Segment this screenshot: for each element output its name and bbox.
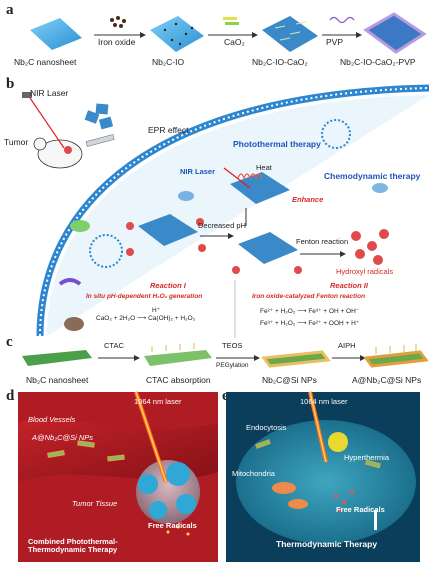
organelle-green [70,220,90,232]
vesicle-2 [321,119,351,149]
label-a-item-1: Nb₂C-IO [152,57,185,67]
label-a-item-3: Nb₂C-IO-CaO₂-PVP [340,57,416,67]
nb2c-si-shape [261,350,331,368]
sheet-left [138,214,198,246]
label-c-item-3: A@Nb₂C@Si NPs [352,375,422,385]
organelle-brown [64,317,84,331]
mitochondria-shape [272,482,296,494]
scale-bar-e [374,510,377,530]
a-nb2c-si-shape [363,350,429,368]
laser-label-d: 1064 nm laser [134,397,182,406]
decreased-ph-label: Decreased pH [198,221,246,230]
chemodynamic-therapy-label: Chemodynamic therapy [324,171,421,181]
fenton-reaction-label: Fenton reaction [296,237,349,246]
nir-laser-beam [29,97,65,149]
tumor-label: Tumor [4,137,29,147]
panel-d-graphic [18,391,218,562]
label-c-item-2: Nb₂C@Si NPs [262,375,317,385]
label-c-reagent-1: TEOS [222,341,243,350]
iron-oxide-dots [110,16,126,28]
epr-effect-label: EPR effect [148,125,189,135]
endocytosis-label: Endocytosis [246,423,287,432]
label-a-reagent-0: Iron oxide [98,37,136,47]
equation-1: CaO₂ + 2H₂O ⟶ Ca(OH)₂ + H₂O₂ [96,315,196,322]
eq1-condition: H⁺ [152,307,161,314]
panel-b-label: b [6,76,15,92]
hyperthermia-label: Hyperthermia [344,453,390,462]
label-c-reagent-0: CTAC [104,341,124,350]
label-c-reagent-2: PEGylation [216,362,249,369]
vesicle-yellow [328,432,348,452]
np-label-d: A@Nb₂C@Si NPs [32,433,94,442]
heat-waves [237,173,263,180]
caption-d: Combined Photothermal-Thermodynamic Ther… [28,537,118,555]
panel-e-graphic [226,391,420,562]
panel-c-label: c [6,334,13,350]
organelle-purple [58,278,82,286]
tumor-tissue-label: Tumor Tissue [72,499,118,508]
nb2c-nanosheet-shape [30,18,82,50]
label-a-item-2: Nb₂C-IO-CaO₂ [252,57,308,67]
enhance-label: Enhance [292,195,324,204]
nb2c-nanosheet-c-shape [22,350,92,366]
panel-a-label: a [6,2,14,18]
sheet-center [238,232,298,264]
blood-vessels-label: Blood Vessels [28,415,76,424]
free-radicals-label-d: Free Radicals [148,521,197,530]
inner-laser-beam [223,167,251,189]
reaction2-desc: Iron oxide-catalyzed Fenton reaction [252,293,366,300]
heat-label: Heat [256,163,272,172]
mouse-body [37,139,83,169]
panel-e-label: e [222,388,229,404]
label-c-reagent-3: AIPH [338,341,356,350]
free-radicals-label-e: Free Radicals [336,505,385,514]
syringe-icon [85,134,115,147]
reaction1-title: Reaction I [150,281,186,290]
caption-e: Thermodynamic Therapy [276,539,378,549]
panel-a-graphic [30,12,427,54]
equation-3: Fe³⁺ + H₂O₂ ⟶ Fe²⁺ + OOH + H⁺ [260,320,360,327]
panel-d-label: d [6,388,15,404]
ctac-sheet-shape [144,350,212,366]
vesicle-1 [89,234,123,268]
label-c-item-0: Nb₂C nanosheet [26,375,89,385]
equation-2: Fe²⁺ + H₂O₂ ⟶ Fe³⁺ + OH + OH⁻ [260,308,360,315]
panel-c-graphic [22,343,429,368]
nir-laser-label: NIR Laser [30,88,69,98]
mitochondria-label: Mitochondria [232,469,275,478]
label-a-item-0: Nb₂C nanosheet [14,57,77,67]
hydroxyl-radicals-label: Hydroxyl radicals [336,267,394,276]
cell-body [236,420,416,544]
nb2c-io-shape [150,16,204,52]
hydroxyl-radical-dots [351,229,389,265]
nir-laser-inner-label: NIR Laser [180,167,216,176]
reaction1-desc: In situ pH-dependent H₂O₂ generation [86,293,203,300]
heated-sheet [230,172,290,204]
label-a-reagent-2: PVP [326,37,344,47]
label-c-item-1: CTAC absorption [146,375,211,385]
tumor-spot [64,146,72,154]
cao2-rods [223,17,239,25]
panel-b-graphic [22,84,429,338]
photothermal-therapy-label: Photothermal therapy [233,139,321,149]
laser-label-e: 1064 nm laser [300,397,348,406]
label-a-reagent-1: CaO₂ [224,37,245,47]
nb2c-io-cao2-pvp-shape [363,12,427,54]
pvp-chain [329,16,355,24]
reaction2-title: Reaction II [330,281,368,290]
